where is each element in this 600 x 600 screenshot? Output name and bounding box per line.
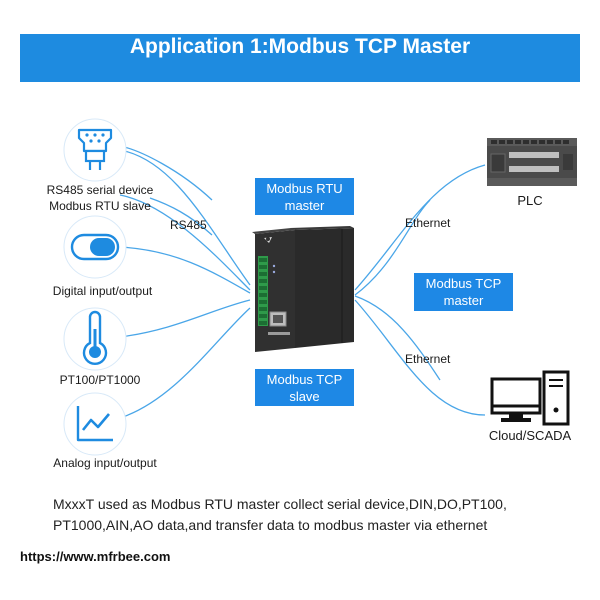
- toggle-switch-icon: [63, 215, 127, 279]
- pt100-label: PT100/PT1000: [59, 373, 141, 387]
- wire-digital: [119, 246, 251, 294]
- io-module-device: [252, 226, 354, 352]
- tcp-master-line2: master: [443, 293, 484, 308]
- wire-cloud: [354, 299, 486, 416]
- wire-serial-lower: [119, 194, 251, 291]
- rtu-master-line2: master: [284, 197, 325, 213]
- cloud-scada-label: Cloud/SCADA: [488, 428, 572, 443]
- ethernet-top-label: Ethernet: [405, 216, 451, 230]
- tcp-slave-box: Modbus TCP slave: [255, 369, 354, 406]
- plc-icon: [487, 138, 577, 186]
- description-text: MxxxT used as Modbus RTU master collect …: [53, 494, 507, 536]
- rs485-device-label: RS485 serial device: [46, 183, 154, 197]
- rtu-master-box: Modbus RTU master: [255, 178, 354, 215]
- wire-rs485-b: [149, 197, 213, 236]
- tcp-master-line1: Modbus TCP: [425, 276, 502, 291]
- thermometer-icon: [63, 307, 127, 371]
- rs485-connection-label: RS485: [170, 218, 207, 232]
- analog-io-label: Analog input/output: [53, 456, 157, 470]
- wire-cloud-upper: [354, 295, 441, 381]
- page-title: Application 1:Modbus TCP Master: [129, 35, 471, 58]
- wire-serial: [119, 149, 251, 286]
- wire-plc-lower: [354, 199, 431, 296]
- plc-label: PLC: [517, 193, 543, 208]
- description-line2: PT1000,AIN,AO data,and transfer data to …: [53, 517, 488, 533]
- ethernet-bottom-label: Ethernet: [405, 352, 451, 366]
- chart-line-icon: [63, 392, 127, 456]
- computer-icon: [490, 370, 570, 426]
- wire-rs485-a: [119, 145, 213, 201]
- rtu-master-line1: Modbus RTU: [266, 180, 343, 196]
- tcp-master-box: Modbus TCP master: [414, 273, 513, 311]
- serial-port-icon: [63, 118, 127, 182]
- title-banner: Application 1:Modbus TCP Master: [20, 34, 580, 82]
- rs485-slave-label: Modbus RTU slave: [49, 199, 151, 213]
- website-url[interactable]: https://www.mfrbee.com: [20, 549, 171, 564]
- description-line1: MxxxT used as Modbus RTU master collect …: [53, 496, 507, 512]
- tcp-slave-line2: slave: [289, 388, 320, 404]
- wire-plc: [354, 164, 486, 291]
- digital-io-label: Digital input/output: [52, 284, 153, 298]
- wire-pt100: [119, 299, 251, 338]
- tcp-slave-line1: Modbus TCP: [266, 371, 343, 387]
- wire-analog: [119, 307, 251, 419]
